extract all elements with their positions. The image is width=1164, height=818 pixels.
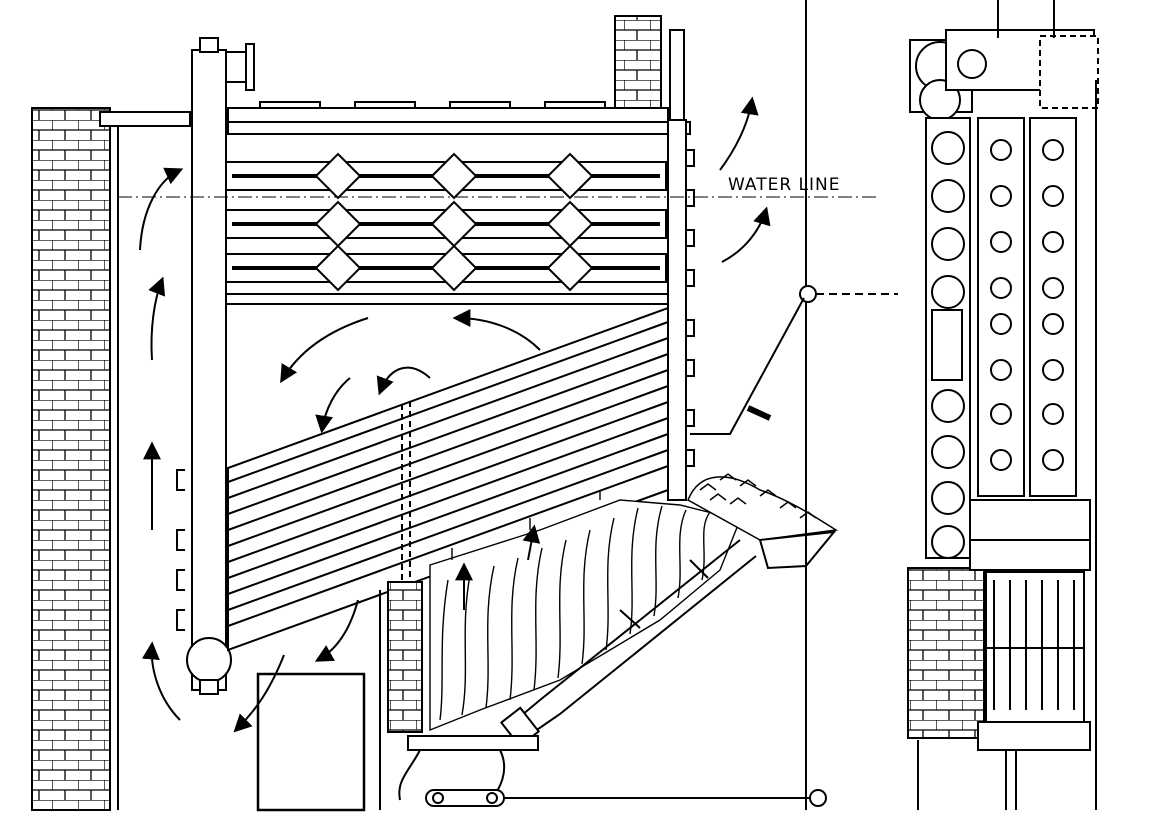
end-elevation-view bbox=[907, 0, 1099, 810]
water-line-label: WATER LINE bbox=[728, 175, 840, 195]
right-casing bbox=[690, 0, 898, 810]
left-header bbox=[176, 37, 255, 695]
left-brick-wall bbox=[31, 107, 191, 811]
fire-door bbox=[256, 672, 366, 812]
inclined-tube-bank bbox=[227, 306, 669, 652]
right-header bbox=[667, 29, 695, 501]
baffle-brickwork bbox=[379, 581, 423, 810]
gas-flow-arrows bbox=[139, 96, 771, 733]
top-cover-plate bbox=[227, 101, 691, 135]
furnace-flames bbox=[429, 490, 741, 732]
stoker-hopper-grate bbox=[398, 530, 837, 807]
top-chimney-bricks bbox=[614, 15, 662, 119]
coal-pile bbox=[687, 473, 839, 541]
steam-drum-headers bbox=[225, 152, 673, 305]
